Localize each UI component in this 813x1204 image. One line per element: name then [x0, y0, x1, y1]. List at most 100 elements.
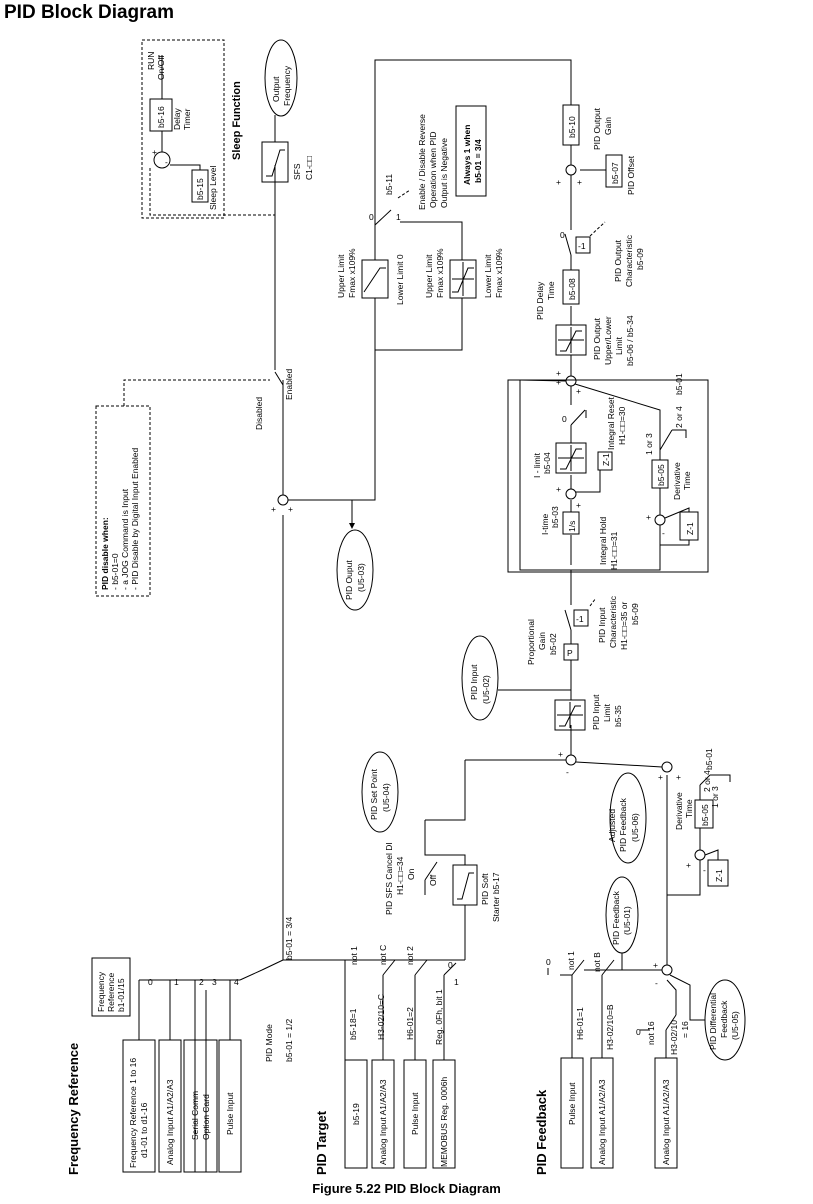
- limit-b-box: [449, 259, 477, 299]
- set-point-1: PID Set Point: [369, 768, 379, 820]
- fb-analog: Analog Input A1/A2/A3: [597, 1079, 607, 1165]
- sleep-level-label: Sleep Level: [208, 165, 218, 210]
- offset-sum: [565, 164, 577, 176]
- target-b5-19: b5-19: [351, 1103, 361, 1125]
- b5-07-box: [605, 154, 623, 188]
- sfs-label: SFS: [292, 163, 302, 180]
- out-char-2: Characteristic: [624, 234, 634, 287]
- soft-starter-1: PID Soft: [480, 873, 490, 905]
- fb-zinv: Z-1: [714, 869, 724, 882]
- out-char-3: b5-09: [635, 248, 645, 270]
- minus: -: [662, 528, 665, 538]
- fb-b5-05-box: [694, 799, 714, 829]
- pid-disable-title: PID disable when:: [100, 517, 110, 590]
- input-freq-ref-1-16-line2: d1-01 to d1-16: [139, 1102, 149, 1158]
- target-not-2: not 2: [405, 946, 415, 965]
- pid-disable-line2: - a JOG Command is Input: [120, 488, 130, 590]
- section-sleep-function: Sleep Function: [231, 81, 243, 160]
- adjusted-feedback-oval: [609, 772, 647, 864]
- lim-b-4: Fmax x109%: [494, 248, 504, 298]
- delay-1: PID Delay: [535, 281, 545, 320]
- b5-07: b5-07: [610, 162, 620, 184]
- fb-not-b: not B: [592, 952, 602, 972]
- delay-timer-2: Timer: [182, 108, 192, 130]
- itime-1: I-time: [540, 513, 550, 535]
- wire: [704, 849, 719, 860]
- wire: [570, 409, 586, 426]
- wire: [239, 969, 263, 981]
- sum-junction-mode: [277, 494, 289, 506]
- plus: +: [152, 147, 157, 157]
- target-not-1: not 1: [349, 946, 359, 965]
- deriv-sum: [654, 514, 666, 526]
- fb-deriv-sum: [694, 849, 706, 861]
- wire: [575, 761, 663, 768]
- neg1-output: -1: [578, 241, 586, 251]
- soft-starter-2: Starter b5-17: [491, 872, 501, 922]
- wire: [667, 880, 701, 896]
- pid-set-point-oval: [361, 751, 399, 833]
- wire: [414, 959, 428, 976]
- ilimit-1: I - limit: [532, 452, 542, 478]
- fb-sel-2: H3-02/10=B: [605, 1004, 615, 1050]
- pid-mode-sel-34: b5-01 = 3/4: [284, 916, 294, 960]
- delay-timer-1: Delay: [172, 108, 182, 130]
- plus: +: [577, 177, 582, 187]
- pid-disable-line3: - PID Disable by Digital Input Enabled: [130, 448, 140, 590]
- target-analog: Analog Input A1/A2/A3: [378, 1079, 388, 1165]
- page-title: PID Block Diagram: [4, 2, 174, 23]
- zinv-integral: Z-1: [601, 453, 611, 466]
- input-limit-3: b5-35: [613, 705, 623, 727]
- sfs-cancel-2: H1-□□=34: [395, 856, 405, 895]
- freq-pos-2: 2: [199, 977, 204, 987]
- pid-soft-starter-box: [452, 864, 478, 906]
- output-frequency-oval: [264, 39, 298, 117]
- prop-gain-2: Gain: [537, 632, 547, 650]
- wire: [519, 379, 567, 382]
- target-sel-4: Reg. 0Fh, bit 1: [434, 989, 444, 1045]
- b5-15-label: b5-15: [195, 178, 205, 200]
- input-char-2: Characteristic: [608, 595, 618, 648]
- lim-b-3: Lower Limit: [483, 254, 493, 298]
- delay-2: Time: [546, 281, 556, 300]
- adj-oval-3: (U5-06): [630, 813, 640, 842]
- prop-gain-3: b5-02: [548, 633, 558, 655]
- sfs-cancel-1: PID SFS Cancel DI: [384, 842, 394, 915]
- plus: +: [556, 484, 561, 494]
- sfs-param: C1-□□: [304, 156, 314, 180]
- fb-deriv-1: Derivative: [674, 792, 684, 830]
- sum-setpoint-feedback: [565, 754, 577, 766]
- wire: [571, 959, 585, 976]
- reverse-2: Operation when PID: [428, 131, 438, 208]
- pid-controller-box: [507, 379, 709, 573]
- fb-not-16: not 16: [646, 1021, 656, 1045]
- out-limit-1: PID Output: [592, 317, 602, 360]
- target-pos-1: 1: [454, 977, 459, 987]
- input-pulse-label: Pulse Input: [225, 1092, 235, 1135]
- minus: -: [655, 978, 658, 988]
- pid-disable-link: [123, 379, 270, 406]
- section-pid-target: PID Target: [314, 1110, 329, 1175]
- ilim-zero: 0: [562, 414, 567, 424]
- lim-a-2: Fmax x109%: [347, 248, 357, 298]
- core-b5-01: b5-01: [674, 373, 684, 395]
- set-point-2: (U5-04): [381, 783, 391, 812]
- freq-ref-box-line3: b1-01/15: [116, 978, 126, 1012]
- b5-05-deriv: b5-05: [656, 464, 666, 486]
- pid-mode-sel-12: b5-01 = 1/2: [284, 1018, 294, 1062]
- minus: -: [703, 865, 706, 875]
- out-gain-2: Gain: [603, 117, 613, 135]
- plus: +: [646, 512, 651, 522]
- reverse-3: Output is Negative: [439, 138, 449, 208]
- input-option-card-label: Option Card: [201, 1094, 211, 1140]
- fb-sum-top: [661, 761, 673, 773]
- pid-input-oval-1: PID Input: [469, 664, 479, 700]
- out-limit-4: b5-06 / b5-34: [625, 315, 635, 366]
- wire: [710, 774, 731, 782]
- fb-zero-b: 0: [636, 1027, 641, 1037]
- section-pid-feedback: PID Feedback: [534, 1089, 549, 1175]
- target-sel-1: b5-18=1: [348, 1008, 358, 1040]
- plus: +: [558, 749, 563, 759]
- plus: +: [676, 772, 681, 782]
